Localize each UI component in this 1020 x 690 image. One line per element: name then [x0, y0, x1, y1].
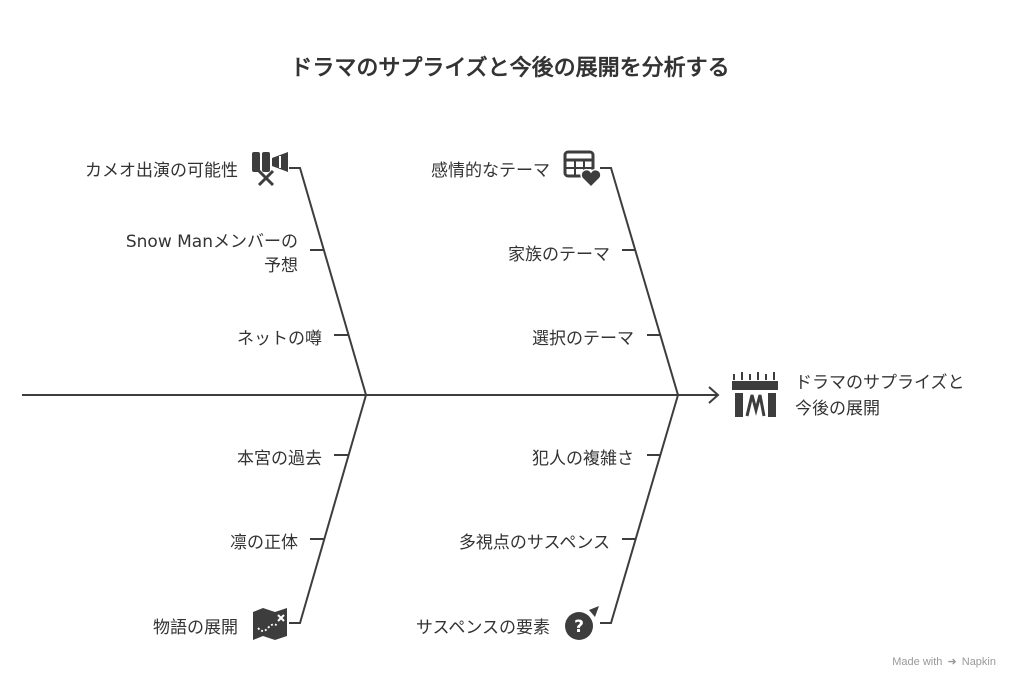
cause-sub-top-left-1-line1: Snow Manメンバーの — [125, 232, 298, 252]
napkin-watermark[interactable]: Made with ➜ Napkin — [892, 655, 996, 668]
video-off-icon — [252, 152, 288, 187]
building-icon — [732, 372, 778, 417]
cause-main-top-left: カメオ出演の可能性 — [85, 161, 238, 181]
cause-sub-bottom-left-2: 凛の正体 — [230, 533, 298, 553]
cause-sub-top-left-2: ネットの噂 — [237, 329, 322, 349]
cause-sub-top-right-1: 家族のテーマ — [508, 245, 610, 265]
cause-main-bottom-right: サスペンスの要素 — [415, 618, 550, 638]
map-icon — [253, 608, 287, 640]
effect-label: ドラマのサプライズと 今後の展開 — [795, 370, 965, 422]
cause-sub-bottom-right-2: 多視点のサスペンス — [458, 533, 610, 553]
watermark-brand: Napkin — [961, 656, 996, 668]
watermark-prefix: Made with — [892, 656, 943, 668]
question-icon: ? — [565, 606, 599, 640]
cause-sub-bottom-left-1: 本宮の過去 — [237, 449, 322, 469]
spine-arrowhead — [708, 386, 720, 404]
bone-bottom-right — [600, 394, 679, 624]
table-heart-icon — [563, 150, 602, 189]
page-title: ドラマのサプライズと今後の展開を分析する — [290, 56, 730, 81]
cause-main-top-right: 感情的なテーマ — [431, 161, 550, 181]
cause-sub-top-left-1: Snow Manメンバーの 予想 — [126, 230, 298, 278]
bone-top-right — [600, 167, 679, 396]
cause-sub-bottom-right-1: 犯人の複雑さ — [532, 449, 634, 469]
effect-label-line1: ドラマのサプライズと — [795, 373, 965, 393]
svg-text:?: ? — [574, 617, 584, 637]
effect-label-line2: 今後の展開 — [795, 399, 880, 419]
cause-sub-top-left-1-line2: 予想 — [264, 256, 298, 276]
cause-main-bottom-left: 物語の展開 — [153, 618, 238, 638]
bone-top-left — [289, 167, 367, 396]
bone-bottom-left — [289, 394, 367, 624]
napkin-logo-icon: ➜ — [947, 656, 957, 668]
cause-sub-top-right-2: 選択のテーマ — [532, 329, 634, 349]
